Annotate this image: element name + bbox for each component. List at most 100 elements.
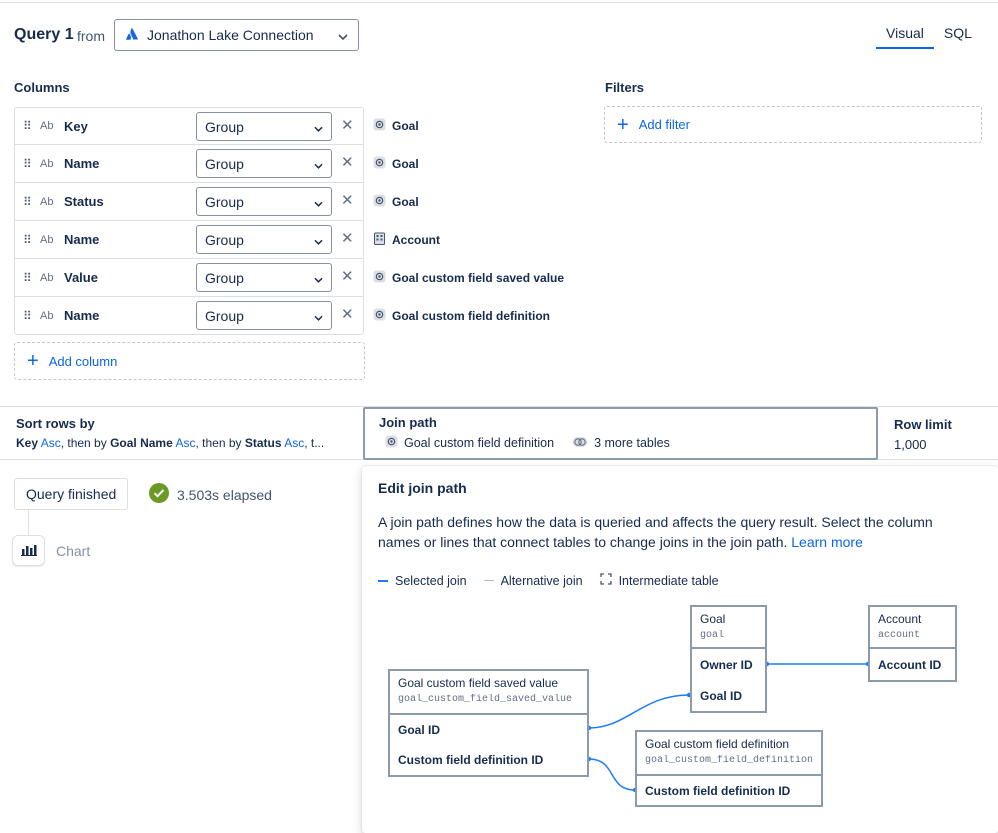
drag-handle-icon[interactable]: ⠿ [23, 119, 32, 133]
aggregation-select[interactable]: Group [196, 301, 332, 330]
column-source: Goal [373, 156, 419, 172]
remove-column-icon[interactable]: ✕ [341, 230, 354, 247]
column-source-label: Account [392, 233, 440, 247]
sort-field: Goal Name [110, 436, 173, 450]
drag-handle-icon[interactable]: ⠿ [23, 194, 32, 209]
add-column-button[interactable]: + Add column [14, 342, 365, 380]
join-path-button[interactable]: Join path Goal custom field definition 3… [363, 407, 878, 460]
sort-field: Key [16, 436, 39, 450]
chevron-down-icon [314, 308, 323, 324]
field-owner-id[interactable]: Owner ID [700, 657, 753, 672]
goal-icon [373, 118, 386, 134]
column-name: Name [64, 156, 100, 171]
aggregation-select[interactable]: Group [196, 263, 332, 292]
timeline-connector [28, 510, 29, 535]
table-name: Goal custom field saved value [398, 676, 559, 690]
row-limit-value[interactable]: 1,000 [894, 437, 927, 452]
building-icon [373, 232, 386, 248]
columns-list: ⠿ Ab Key Group ✕ ⠿ Ab Name Group ✕ ⠿ Ab … [14, 107, 364, 335]
field-account-id[interactable]: Account ID [878, 657, 942, 672]
table-name: Goal [700, 612, 726, 626]
field-goal-id[interactable]: Goal ID [700, 688, 743, 703]
column-row: ⠿ Ab Status Group ✕ [14, 183, 364, 221]
legend-alternative: Alternative join [483, 574, 583, 588]
learn-more-link[interactable]: Learn more [791, 534, 863, 550]
add-column-label: Add column [48, 353, 118, 369]
table-goal: Goal goal Owner ID Goal ID [690, 605, 767, 713]
join-path-table: Goal custom field definition [404, 436, 555, 450]
remove-column-icon[interactable]: ✕ [341, 192, 354, 209]
edit-join-path-popup: Edit join path A join path defines how t… [362, 466, 998, 833]
column-row: ⠿ Ab Key Group ✕ [14, 107, 364, 145]
drag-handle-icon[interactable]: ⠿ [23, 270, 32, 285]
tab-visual[interactable]: Visual [876, 20, 934, 49]
sort-separator: , then by [60, 436, 111, 450]
join-path-summary: Goal custom field definition 3 more tabl… [385, 435, 670, 451]
text-type-icon: Ab [40, 233, 54, 246]
column-source: Goal custom field definition [373, 308, 550, 324]
field-goal-id[interactable]: Goal ID [398, 723, 441, 737]
table-id: goal [700, 630, 725, 641]
elapsed-status: 3.503s elapsed [149, 483, 272, 506]
text-type-icon: Ab [40, 120, 54, 132]
remove-column-icon[interactable]: ✕ [341, 306, 354, 323]
join-line-definition-id[interactable] [588, 758, 636, 791]
goal-icon [373, 270, 386, 286]
tab-sql[interactable]: SQL [943, 25, 972, 41]
popup-title: Edit join path [378, 480, 467, 496]
aggregation-select[interactable]: Group [196, 187, 332, 216]
sort-label: Sort rows by [16, 416, 95, 431]
chevron-down-icon [314, 156, 323, 172]
from-label: from [77, 28, 105, 44]
drag-handle-icon[interactable]: ⠿ [23, 232, 32, 247]
columns-label: Columns [14, 80, 70, 95]
legend-selected: Selected join [378, 574, 467, 588]
popup-description-text: A join path defines how the data is quer… [378, 514, 933, 550]
tables-icon [572, 436, 588, 451]
column-name: Value [64, 270, 98, 285]
goal-icon [373, 156, 386, 172]
aggregation-select[interactable]: Group [196, 149, 332, 178]
aggregation-value: Group [205, 231, 244, 248]
drag-handle-icon[interactable]: ⠿ [23, 156, 32, 171]
chevron-down-icon [314, 194, 323, 210]
column-row: ⠿ Ab Name Group ✕ [14, 145, 364, 183]
top-divider [0, 2, 998, 3]
field-custom-field-definition-id[interactable]: Custom field definition ID [398, 753, 544, 767]
drag-handle-icon[interactable]: ⠿ [23, 308, 32, 323]
remove-column-icon[interactable]: ✕ [341, 117, 354, 134]
join-path-label: Join path [379, 415, 437, 430]
column-name: Key [64, 118, 88, 134]
legend-intermediate: Intermediate table [599, 573, 719, 588]
text-type-icon: Ab [40, 309, 54, 322]
aggregation-value: Group [205, 269, 244, 286]
column-source-label: Goal [392, 119, 419, 133]
column-source-label: Goal [392, 195, 419, 209]
elapsed-time: 3.503s elapsed [177, 486, 272, 503]
add-filter-button[interactable]: + Add filter [604, 106, 982, 143]
table-goal-custom-field-definition: Goal custom field definition goal_custom… [635, 730, 823, 807]
table-header: Account account [870, 607, 955, 649]
connection-select[interactable]: Jonathon Lake Connection [114, 19, 359, 51]
remove-column-icon[interactable]: ✕ [341, 154, 354, 171]
dashed-square-icon [599, 573, 612, 588]
aggregation-select[interactable]: Group [196, 225, 332, 254]
field-custom-field-definition-id[interactable]: Custom field definition ID [645, 783, 791, 798]
aggregation-value: Group [205, 118, 244, 135]
aggregation-value: Group [205, 193, 244, 210]
text-type-icon: Ab [40, 271, 54, 284]
join-line-goal-id[interactable] [588, 694, 690, 729]
sort-overflow: , t... [304, 436, 325, 450]
goal-icon [385, 435, 398, 451]
remove-column-icon[interactable]: ✕ [341, 268, 354, 285]
column-source-label: Goal [392, 157, 419, 171]
sort-direction: Asc [175, 436, 196, 450]
table-header: Goal goal [692, 607, 765, 649]
sort-description[interactable]: Key Asc, then by Goal Name Asc, then by … [16, 436, 341, 450]
section-divider [0, 406, 998, 407]
table-id: goal_custom_field_definition [645, 755, 813, 766]
chevron-down-icon [314, 270, 323, 286]
popup-description: A join path defines how the data is quer… [378, 512, 978, 552]
chart-button[interactable] [12, 535, 45, 566]
aggregation-select[interactable]: Group [196, 112, 332, 141]
